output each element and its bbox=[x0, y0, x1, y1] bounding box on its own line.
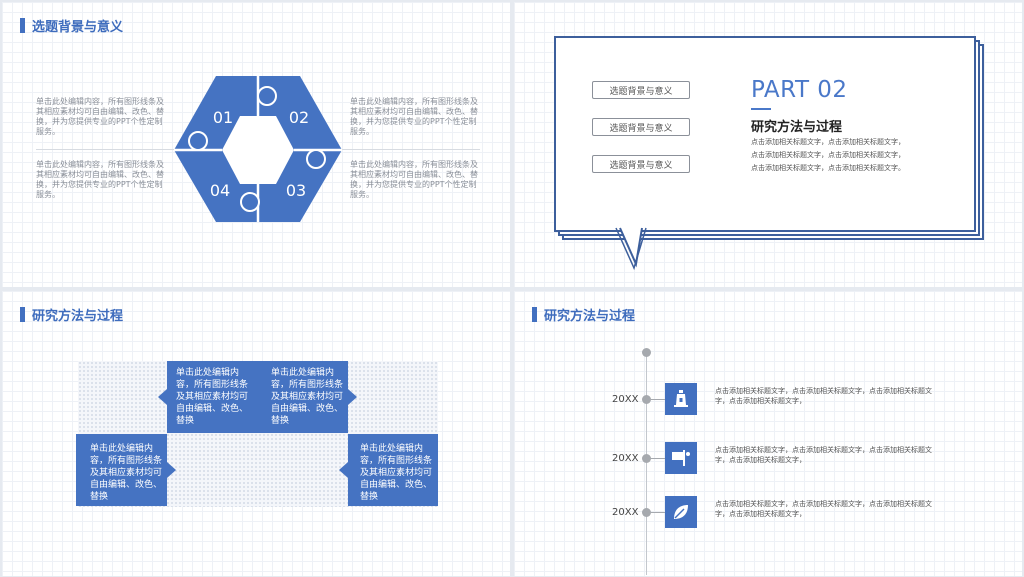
timeline-connector-2 bbox=[651, 458, 665, 459]
slide-title-text: 研究方法与过程 bbox=[544, 308, 636, 324]
piece-number-03: 03 bbox=[286, 181, 306, 200]
title-bar-marker bbox=[20, 306, 25, 322]
timeline-text-1: 点击添加相关标题文字，点击添加相关标题文字，点击添加相关标题文字，点击添加相关标… bbox=[715, 387, 932, 405]
timeline-icon-box-3[interactable] bbox=[665, 496, 697, 528]
description-line-3: 点击添加相关标题文字，点击添加相关标题文字。 bbox=[751, 164, 905, 172]
timeline-connector-3 bbox=[651, 512, 665, 513]
part-number: PART 02 bbox=[751, 77, 848, 103]
text-box-3[interactable]: 单击此处编辑内容，所有图形线条及其相应素材均可自由编辑、改色、替换 bbox=[90, 444, 163, 502]
text-box-1[interactable]: 单击此处编辑内容，所有图形线条及其相应素材均可自由编辑、改色、替换 bbox=[176, 368, 249, 426]
text-block-top-left[interactable]: 单击此处编辑内容，所有图形线条及其相应素材均可自由编辑、改色、替换，并为您提供专… bbox=[36, 97, 164, 136]
title-bar-marker bbox=[20, 17, 25, 33]
arrow-left-icon bbox=[339, 462, 348, 478]
slide-part-02[interactable]: 选题背景与意义 选题背景与意义 选题背景与意义 PART 02 研究方法与过程 … bbox=[514, 2, 1022, 287]
slide-title-text: 选题背景与意义 bbox=[32, 19, 124, 35]
menu-button-3[interactable]: 选题背景与意义 bbox=[592, 155, 690, 173]
timeline-axis bbox=[646, 353, 647, 575]
knob-left bbox=[188, 131, 208, 151]
timeline-year-3: 20XX bbox=[612, 507, 639, 518]
piece-number-04: 04 bbox=[210, 181, 230, 200]
timeline-year-1: 20XX bbox=[612, 394, 639, 405]
text-block-bottom-left[interactable]: 单击此处编辑内容，所有图形线条及其相应素材均可自由编辑、改色、替换，并为您提供专… bbox=[36, 160, 164, 199]
bottom-left-box[interactable]: 单击此处编辑内容，所有图形线条及其相应素材均可自由编辑、改色、替换 bbox=[76, 434, 167, 506]
arrow-right-icon bbox=[167, 462, 176, 478]
text-box-2[interactable]: 单击此处编辑内容，所有图形线条及其相应素材均可自由编辑、改色、替换 bbox=[271, 368, 344, 426]
divider-left bbox=[36, 149, 180, 150]
timeline-dot-1 bbox=[642, 395, 651, 404]
text-block-top-right[interactable]: 单击此处编辑内容，所有图形线条及其相应素材均可自由编辑、改色、替换，并为您提供专… bbox=[350, 97, 478, 136]
timeline-connector-1 bbox=[651, 399, 665, 400]
menu-button-1[interactable]: 选题背景与意义 bbox=[592, 81, 690, 99]
slide-title-text: 研究方法与过程 bbox=[32, 308, 124, 324]
text-block-bottom-right[interactable]: 单击此处编辑内容，所有图形线条及其相应素材均可自由编辑、改色、替换，并为您提供专… bbox=[350, 160, 478, 199]
hexagon-hole bbox=[222, 116, 294, 184]
menu-button-2[interactable]: 选题背景与意义 bbox=[592, 118, 690, 136]
arrow-right-icon bbox=[348, 389, 357, 405]
piece-number-01: 01 bbox=[213, 108, 233, 127]
slide-research-timeline[interactable]: 研究方法与过程 20XX 点击添加相关标题文字，点击添加相关标题文字，点击添加相… bbox=[514, 291, 1022, 576]
divider-right bbox=[340, 149, 480, 150]
knob-right bbox=[306, 149, 326, 169]
timeline-text-2: 点击添加相关标题文字，点击添加相关标题文字，点击添加相关标题文字，点击添加相关标… bbox=[715, 446, 932, 464]
arrow-left-icon bbox=[158, 389, 167, 405]
slide-title: 研究方法与过程 bbox=[20, 306, 124, 324]
timeline-icon-box-2[interactable] bbox=[665, 442, 697, 474]
timeline-dot-3 bbox=[642, 508, 651, 517]
slide-background-significance[interactable]: 选题背景与意义 单击此处编辑内容，所有图形线条及其相应素材均可自由编辑、改色、替… bbox=[2, 2, 510, 287]
text-box-4[interactable]: 单击此处编辑内容，所有图形线条及其相应素材均可自由编辑、改色、替换 bbox=[360, 444, 433, 502]
description-line-2: 点击添加相关标题文字，点击添加相关标题文字， bbox=[751, 151, 905, 159]
slide-title: 选题背景与意义 bbox=[20, 17, 124, 35]
timeline-text-3: 点击添加相关标题文字，点击添加相关标题文字，点击添加相关标题文字，点击添加相关标… bbox=[715, 500, 932, 518]
title-bar-marker bbox=[532, 306, 537, 322]
timeline-start-dot bbox=[642, 348, 651, 357]
description-line-1: 点击添加相关标题文字，点击添加相关标题文字， bbox=[751, 138, 905, 146]
timeline-icon-box-1[interactable] bbox=[665, 383, 697, 415]
timeline-dot-2 bbox=[642, 454, 651, 463]
bottom-right-box[interactable]: 单击此处编辑内容，所有图形线条及其相应素材均可自由编辑、改色、替换 bbox=[348, 434, 438, 506]
knob-top bbox=[257, 86, 277, 106]
timeline-year-2: 20XX bbox=[612, 453, 639, 464]
lighthouse-icon bbox=[674, 390, 688, 407]
leaf-icon bbox=[674, 505, 688, 519]
slide-research-method-boxes[interactable]: 研究方法与过程 单击此处编辑内容，所有图形线条及其相应素材均可自由编辑、改色、替… bbox=[2, 291, 510, 576]
top-content-box[interactable]: 单击此处编辑内容，所有图形线条及其相应素材均可自由编辑、改色、替换 单击此处编辑… bbox=[167, 361, 348, 433]
section-subtitle: 研究方法与过程 bbox=[751, 120, 843, 135]
signboard-icon bbox=[672, 450, 690, 466]
puzzle-hexagon-diagram: 01 02 03 04 bbox=[174, 76, 342, 222]
part-underline bbox=[751, 108, 771, 110]
slide-title: 研究方法与过程 bbox=[532, 306, 636, 324]
piece-number-02: 02 bbox=[289, 108, 309, 127]
bubble-tail bbox=[615, 227, 647, 270]
knob-bottom bbox=[240, 192, 260, 212]
